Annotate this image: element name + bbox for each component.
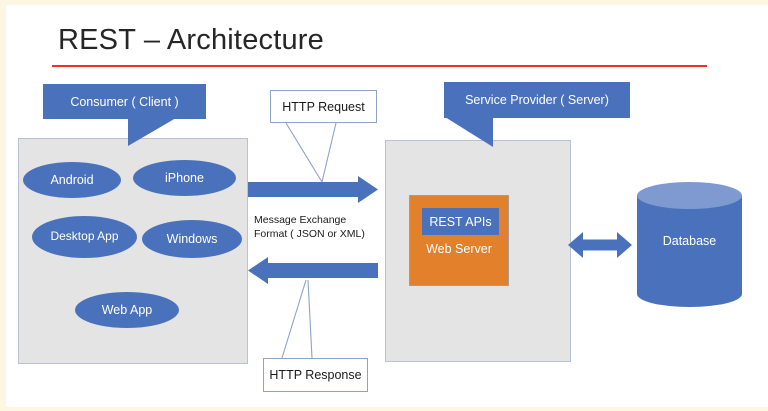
http-request-leader-left	[285, 122, 323, 183]
client-node-label: iPhone	[165, 171, 204, 185]
message-exchange-format-label: Message Exchange Format ( JSON or XML)	[254, 213, 376, 241]
client-node-label: Android	[50, 173, 94, 187]
http-response-arrow	[248, 257, 378, 284]
server-database-arrow	[568, 232, 632, 258]
client-node-label: Web App	[101, 303, 153, 317]
http-response-leader-left	[281, 279, 307, 359]
service-provider-callout-label: Service Provider ( Server)	[465, 93, 609, 107]
database-cylinder-top	[637, 182, 742, 209]
http-request-leader-right	[321, 122, 337, 183]
http-request-callout[interactable]: HTTP Request	[270, 90, 377, 123]
http-request-label: HTTP Request	[282, 99, 365, 114]
client-node-iphone[interactable]: iPhone	[133, 160, 236, 196]
consumer-callout-tail	[128, 118, 176, 146]
message-format-line-1: Message Exchange	[254, 214, 347, 226]
http-request-arrow	[248, 176, 378, 203]
client-node-label: Windows	[166, 232, 218, 246]
title-underline-rule	[52, 65, 707, 67]
consumer-callout-label: Consumer ( Client )	[70, 94, 179, 109]
message-format-line-2: Format ( JSON or XML)	[254, 228, 365, 241]
consumer-callout[interactable]: Consumer ( Client )	[43, 84, 206, 119]
page-top-margin	[0, 0, 768, 5]
client-node-desktop-app[interactable]: Desktop App	[32, 216, 137, 258]
page-bottom-margin	[0, 407, 768, 411]
provider-callout-tail	[445, 117, 493, 147]
database-cylinder[interactable]: Database	[637, 182, 742, 307]
database-label: Database	[662, 234, 717, 248]
http-response-callout[interactable]: HTTP Response	[263, 358, 368, 392]
client-node-windows[interactable]: Windows	[142, 220, 242, 258]
rest-apis-label: REST APIs	[429, 214, 492, 229]
client-node-web-app[interactable]: Web App	[75, 292, 179, 328]
client-node-android[interactable]: Android	[23, 162, 121, 198]
service-provider-callout[interactable]: Service Provider ( Server)	[444, 82, 630, 118]
web-server-label: Web Server	[426, 242, 492, 256]
page-title: REST – Architecture	[58, 24, 324, 56]
http-response-leader-right	[307, 279, 313, 359]
page-left-margin	[0, 0, 6, 411]
client-node-label: Desktop App	[50, 229, 119, 244]
database-cylinder-body	[637, 195, 742, 294]
http-response-label: HTTP Response	[269, 368, 362, 382]
rest-apis-box[interactable]: REST APIs	[422, 208, 499, 235]
